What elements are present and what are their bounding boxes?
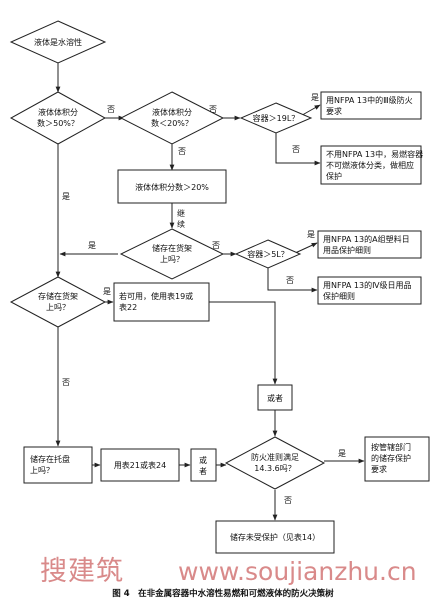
node-q-container-19l <box>239 102 313 134</box>
edge-tables-to-or <box>209 301 278 385</box>
edge-labels: 否 否 否 是 否 是 继 续 是 否 是 否 是 否 是 否 <box>62 93 346 505</box>
node-or-2 <box>190 448 217 482</box>
node-r-nfpa-bursting-line3: 保护 <box>326 171 342 181</box>
node-or-1-label: 或者 <box>267 393 283 403</box>
node-use-tables-line1: 若可用，使用表19或 <box>119 291 193 301</box>
node-r-authority-line3: 要求 <box>371 464 387 474</box>
node-q-container-19l-label: 容器＞19L？ <box>253 113 300 123</box>
nodes: 液体是水溶性 液体体积分 数＞50%？ 液体体积分 数＜20%？ 容器＞19L？… <box>9 20 430 554</box>
node-start <box>9 20 107 64</box>
node-r-nfpa-bursting-line2: 不可燃液体分类，做相应 <box>326 160 414 170</box>
watermark: 搜建筑 www.soujianzhu.cn <box>40 556 417 587</box>
label-yes-3: 是 <box>88 241 96 250</box>
watermark-chinese: 搜建筑 <box>40 556 124 587</box>
edge-container19-no <box>275 133 321 166</box>
label-yes-6: 是 <box>338 449 346 458</box>
label-yes-1: 是 <box>311 93 319 102</box>
node-unprotected <box>215 520 335 554</box>
edges <box>55 63 365 521</box>
node-q-fraction-50-line2: 数＞50%？ <box>37 118 79 128</box>
node-unprotected-label: 储存未受保护（见表14） <box>230 532 320 542</box>
node-r-nfpa-iiib-line2: 要求 <box>326 106 342 116</box>
label-no-2: 否 <box>209 105 217 114</box>
node-q-fraction-20-line2: 数＜20%？ <box>151 118 193 128</box>
node-r-authority-line2: 的储存保护 <box>371 453 411 463</box>
node-q-rack-2 <box>9 276 107 328</box>
node-use-tables-line2: 表22 <box>119 302 137 312</box>
node-q-fire-rules-line1: 防火准则满足 <box>251 452 299 462</box>
edge-container5-no <box>267 268 318 293</box>
node-fraction-gt-20 <box>117 169 227 204</box>
figure-caption: 图 4 在非金属容器中水溶性易燃和可燃液体的防火决策树 <box>112 588 334 599</box>
node-q-fire-rules-line2: 14.3.6吗？ <box>254 464 295 473</box>
label-no-3: 否 <box>178 147 186 156</box>
node-q-fire-rules <box>224 436 326 490</box>
node-r-nfpa-class-iv-line2: 保护细则 <box>323 291 355 301</box>
node-r-nfpa-bursting <box>320 145 422 185</box>
node-q-fraction-50 <box>9 91 107 145</box>
node-or-2-line1: 或 <box>199 455 207 465</box>
node-r-authority-line1: 按管辖部门 <box>371 442 411 452</box>
node-q-fraction-50-line1: 液体体积分 <box>38 107 78 117</box>
node-q-rack-1-line2: 上吗？ <box>160 255 184 264</box>
node-q-pallet <box>23 446 93 484</box>
node-q-pallet-line1: 储存在托盘 <box>30 454 70 464</box>
node-r-nfpa-class-iv <box>317 276 422 305</box>
node-r-authority <box>364 436 430 482</box>
node-r-nfpa-iiib <box>320 91 422 120</box>
label-yes-2: 是 <box>62 192 70 201</box>
label-no-4: 否 <box>292 145 300 154</box>
node-q-rack-2-line1: 存储在货架 <box>38 291 78 301</box>
node-use-table-21-24 <box>100 448 180 482</box>
label-no-7: 否 <box>62 378 70 387</box>
node-q-pallet-line2: 上吗？ <box>30 466 54 475</box>
node-r-nfpa-group-a-line1: 用NFPA 13的A组塑料日 <box>323 234 410 244</box>
node-r-nfpa-bursting-line1: 不用NFPA 13中，易燃容器 <box>326 149 423 159</box>
node-or-2-line2: 者 <box>199 467 207 476</box>
label-no-6: 否 <box>286 276 294 285</box>
node-use-tables <box>113 282 210 322</box>
label-no-5: 否 <box>212 241 220 250</box>
node-use-table-21-24-label: 用表21或表24 <box>114 460 166 470</box>
label-continue-2: 续 <box>177 219 185 229</box>
node-fraction-gt-20-label: 液体体积分数＞20% <box>135 182 209 192</box>
node-q-container-5l-label: 容器＞5L？ <box>247 249 289 259</box>
node-start-label: 液体是水溶性 <box>34 37 82 47</box>
label-yes-no-1: 否 <box>107 105 115 114</box>
node-or-1 <box>257 384 293 411</box>
node-r-nfpa-iiib-line1: 用NFPA 13中的Ⅲ级防火 <box>326 95 413 105</box>
node-r-nfpa-group-a-line2: 用品保护细则 <box>323 245 371 255</box>
node-q-fraction-20 <box>119 91 225 145</box>
node-q-rack-1 <box>119 228 225 280</box>
label-yes-4: 是 <box>307 230 315 239</box>
node-r-nfpa-class-iv-line1: 用NFPA 13的Ⅳ级日用品 <box>323 280 411 290</box>
node-q-fraction-20-line1: 液体体积分 <box>152 107 192 117</box>
label-yes-5: 是 <box>103 287 111 296</box>
node-r-nfpa-group-a <box>317 230 422 259</box>
watermark-url: www.soujianzhu.cn <box>178 557 417 586</box>
node-q-container-5l <box>234 239 302 269</box>
node-q-rack-2-line2: 上吗？ <box>46 303 70 312</box>
label-continue-1: 继 <box>177 208 185 218</box>
node-q-rack-1-line1: 储存在货架 <box>152 243 192 253</box>
label-no-8: 否 <box>284 496 292 505</box>
